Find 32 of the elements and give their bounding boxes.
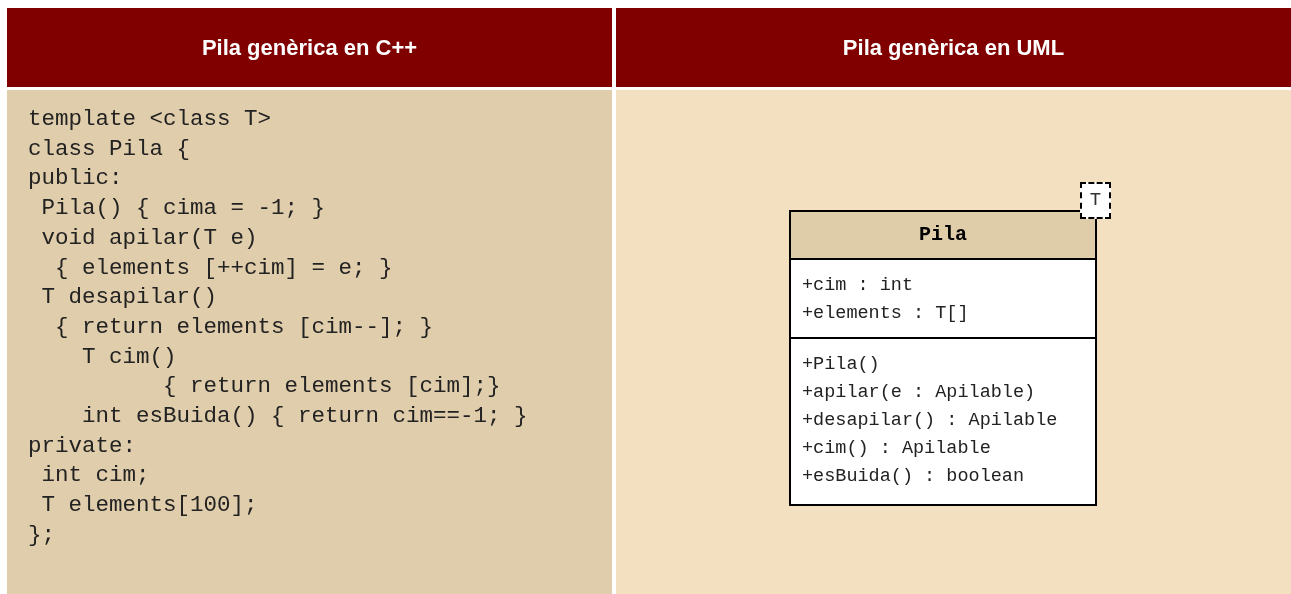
code-line: public: xyxy=(28,164,123,194)
code-line: void apilar(T e) xyxy=(40,223,258,253)
operation-text: +Pila() xyxy=(802,353,881,377)
code-line: }; xyxy=(28,520,55,550)
code-line: int cim; xyxy=(40,461,150,491)
operation-text: +esBuida() : boolean xyxy=(802,465,1026,489)
code-line: int esBuida() { return cim==-1; } xyxy=(81,402,528,432)
code-line: { return elements [cim];} xyxy=(162,372,501,402)
attributes-compartment xyxy=(791,258,1095,337)
operation-text: +desapilar() : Apilable xyxy=(802,409,1059,433)
template-parameter: T xyxy=(1089,188,1102,214)
code-line: private: xyxy=(28,431,137,461)
code-line: T desapilar() xyxy=(40,283,218,313)
class-box xyxy=(789,210,1097,506)
operation-text: +apilar(e : Apilable) xyxy=(802,381,1037,405)
code-line: class Pila { xyxy=(28,134,191,164)
template-parameter-box xyxy=(1080,182,1111,219)
code-line: { return elements [cim--]; } xyxy=(54,312,434,342)
attribute-text: +cim : int xyxy=(802,274,915,298)
operation-text: +cim() : Apilable xyxy=(802,437,992,461)
column-heading: Pila genèrica en UML xyxy=(842,34,1065,62)
header-band xyxy=(616,8,1291,87)
class-name: Pila xyxy=(919,222,967,248)
column-heading: Pila genèrica en C++ xyxy=(201,34,418,62)
code-line: T elements[100]; xyxy=(40,491,258,521)
code-line: T cim() xyxy=(81,342,177,372)
code-line: Pila() { cima = -1; } xyxy=(40,194,326,224)
attribute-text: +elements : T[] xyxy=(802,302,970,326)
operations-compartment xyxy=(791,337,1095,504)
code-line: { elements [++cim] = e; } xyxy=(54,253,393,283)
code-line: template <class T> xyxy=(28,105,272,134)
header-band xyxy=(7,8,612,87)
